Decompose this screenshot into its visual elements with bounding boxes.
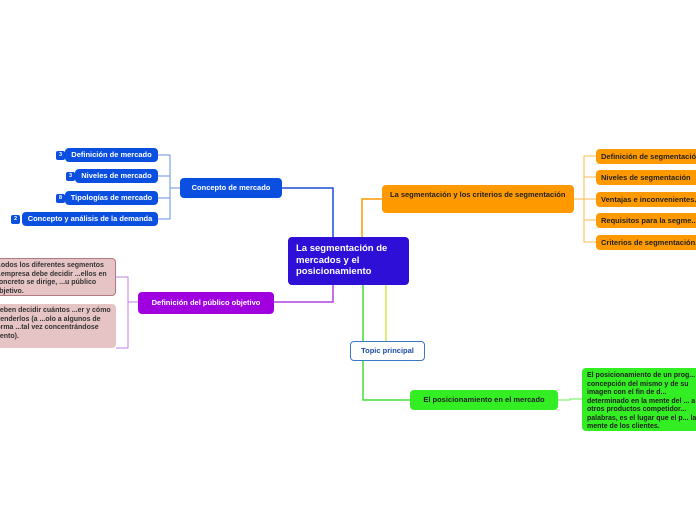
posicionamiento-note[interactable]: El posicionamiento de un prog... concepc… (582, 368, 696, 431)
tipologias-de-mercado-label: Tipologías de mercado (70, 193, 153, 202)
posicionamiento-note-text: El posicionamiento de un prog... concepc… (587, 372, 696, 430)
concepto-de-mercado-label: Concepto de mercado (191, 183, 271, 192)
concepto-de-mercado-node[interactable]: Concepto de mercado (180, 178, 282, 198)
concepto-analisis-demanda-count-badge[interactable]: 2 (11, 215, 20, 224)
niveles-segmentacion-label: Niveles de segmentación (601, 173, 691, 182)
publico-note-1[interactable]: ...odos los diferentes segmentos ...empr… (0, 258, 116, 296)
definicion-segmentacion-node[interactable]: Definición de segmentació... (596, 149, 696, 164)
niveles-de-mercado-label: Niveles de mercado (81, 171, 152, 180)
posicionamiento-mercado-node[interactable]: El posicionamiento en el mercado (410, 390, 558, 410)
tipologias-de-mercado-count-badge[interactable]: 8 (56, 194, 65, 203)
publico-note-2-text: ...eben decidir cuántos ...er y cómo ate… (0, 307, 111, 340)
definicion-publico-objetivo-label: Definición del público objetivo (151, 298, 261, 307)
niveles-segmentacion-node[interactable]: Niveles de segmentación (596, 170, 696, 185)
ventajas-inconvenientes-label: Ventajas e inconvenientes... (601, 195, 696, 204)
tipologias-de-mercado-node[interactable]: Tipologías de mercado (65, 191, 158, 205)
definicion-de-mercado-node[interactable]: Definición de mercado (65, 148, 158, 162)
requisitos-segmentacion-label: Requisitos para la segme... (601, 216, 696, 225)
niveles-de-mercado-node[interactable]: Niveles de mercado (75, 169, 158, 183)
publico-note-1-text: ...odos los diferentes segmentos ...empr… (0, 262, 107, 295)
definicion-de-mercado-label: Definición de mercado (71, 150, 152, 159)
central-topic-label: La segmentación de mercados y el posicio… (296, 243, 388, 277)
segmentacion-criterios-label: La segmentación y los criterios de segme… (390, 190, 566, 199)
topic-principal[interactable]: Topic principal (350, 341, 425, 361)
criterios-segmentacion-label: Criterios de segmentación... (601, 238, 696, 247)
criterios-segmentacion-node[interactable]: Criterios de segmentación... (596, 235, 696, 250)
requisitos-segmentacion-node[interactable]: Requisitos para la segme... (596, 213, 696, 228)
segmentacion-criterios-node[interactable]: La segmentación y los criterios de segme… (382, 185, 574, 213)
ventajas-inconvenientes-node[interactable]: Ventajas e inconvenientes... (596, 192, 696, 207)
posicionamiento-mercado-label: El posicionamiento en el mercado (423, 395, 545, 404)
central-topic[interactable]: La segmentación de mercados y el posicio… (288, 237, 409, 285)
definicion-segmentacion-label: Definición de segmentació... (601, 152, 696, 161)
publico-note-2[interactable]: ...eben decidir cuántos ...er y cómo ate… (0, 304, 116, 348)
topic-principal-label: Topic principal (361, 346, 414, 355)
concepto-analisis-demanda-node[interactable]: Concepto y análisis de la demanda (22, 212, 158, 226)
niveles-de-mercado-count-badge[interactable]: 3 (66, 172, 75, 181)
definicion-publico-objetivo-node[interactable]: Definición del público objetivo (138, 292, 274, 314)
concepto-analisis-demanda-label: Concepto y análisis de la demanda (27, 214, 153, 223)
definicion-de-mercado-count-badge[interactable]: 3 (56, 151, 65, 160)
